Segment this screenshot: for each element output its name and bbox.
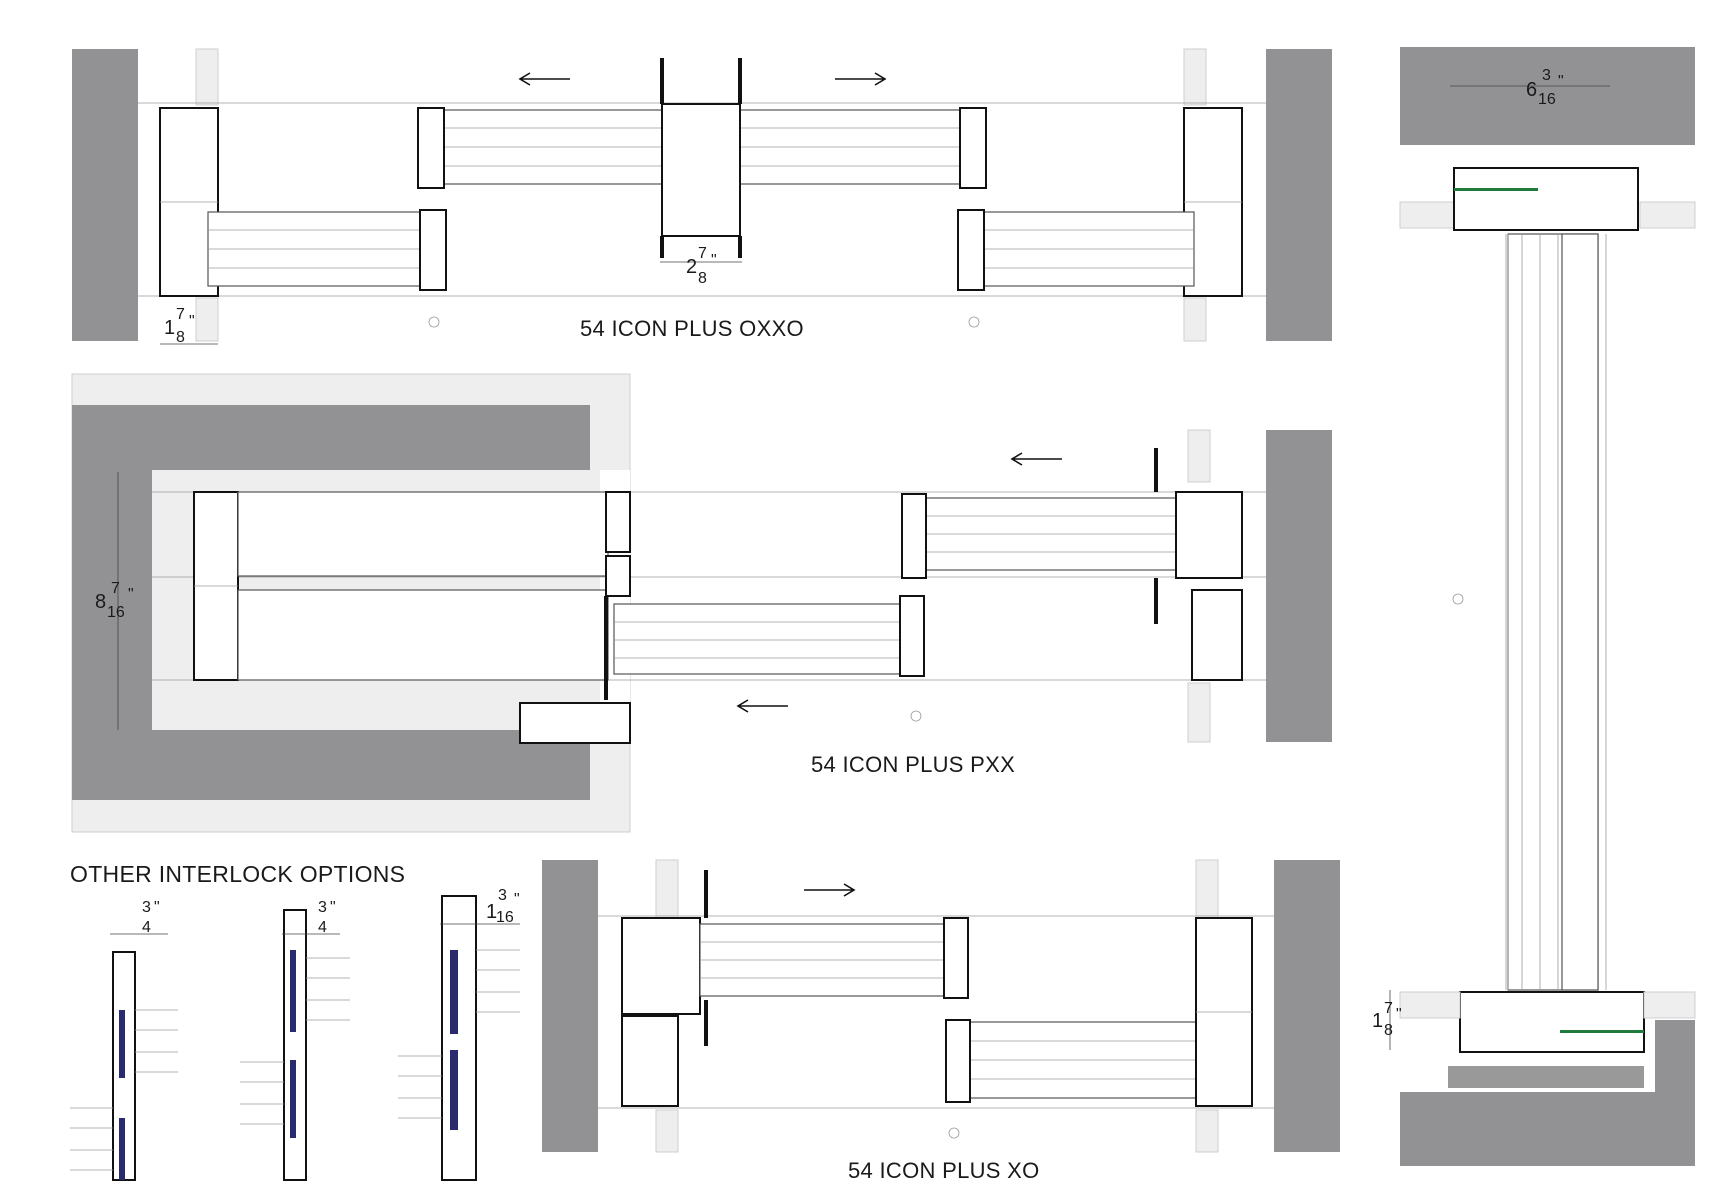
interlock-option-a: 3 4 ": [70, 899, 178, 1181]
pxx-exterior-sun-icon: [910, 710, 922, 722]
section-sill-dim-num: 7: [1384, 1000, 1393, 1017]
oxxo-arrow-right: [835, 72, 887, 86]
interlock-a-dim-unit: ": [154, 899, 160, 916]
interlock-b-dim-num: 3: [318, 899, 327, 916]
pxx-title: 54 ICON PLUS PXX: [811, 752, 1015, 777]
xo-arrow-right: [804, 883, 856, 897]
pxx-sliding-panel-lower: [613, 603, 921, 675]
oxxo-interlock-dim-num: 7: [698, 245, 707, 262]
oxxo-wall-left: [72, 49, 138, 341]
xo-left-jamb-frame: [621, 917, 701, 1015]
oxxo-plan-view: 2 7 8 " 1 7 8 " 54 ICON PLUS OXXO: [72, 48, 1332, 346]
section-head-dim-whole: 6: [1526, 79, 1537, 101]
xo-wall-left: [542, 860, 598, 1152]
section-head-dim-num: 3: [1542, 67, 1551, 84]
section-head-dim-unit: ": [1558, 73, 1564, 90]
pxx-pocket-dim-num: 7: [111, 580, 120, 597]
oxxo-jamb-right-top: [1183, 48, 1207, 106]
xo-title: 54 ICON PLUS XO: [848, 1158, 1040, 1183]
pxx-arrow-lower: [736, 699, 788, 713]
section-sill-dim-unit: ": [1396, 1006, 1402, 1023]
interlock-option-b: 3 4 ": [240, 899, 350, 1181]
interlock-c-dim-num: 3: [498, 887, 507, 904]
oxxo-interlock-dim-unit: ": [711, 252, 717, 269]
interlock-c-dim-whole: 1: [486, 901, 497, 923]
oxxo-title: 54 ICON PLUS OXXO: [580, 316, 804, 341]
section-exterior-sun-icon: [1452, 593, 1464, 605]
oxxo-arrow-left: [518, 72, 570, 86]
oxxo-jamb-left-top: [195, 48, 219, 106]
section-sill-dim-den: 8: [1384, 1022, 1393, 1039]
oxxo-exterior-sun-icon: [428, 316, 440, 328]
oxxo-frame-dim-num: 7: [176, 306, 185, 323]
interlock-option-c: 1 3 16 ": [398, 887, 520, 1181]
oxxo-frame-dim-den: 8: [176, 329, 185, 346]
oxxo-frame-dim-unit: ": [189, 313, 195, 330]
oxxo-frame-dim-whole: 1: [164, 317, 175, 339]
interlock-b-dim-den: 4: [318, 919, 327, 936]
interlock-a-dim-num: 3: [142, 899, 151, 916]
interlock-c-dim-den: 16: [496, 909, 514, 926]
oxxo-interlock-dim-den: 8: [698, 270, 707, 287]
section-sill-slab: [1400, 1020, 1695, 1166]
interlock-options: OTHER INTERLOCK OPTIONS 3 4 ": [70, 861, 520, 1181]
section-sill-dim-whole: 1: [1372, 1010, 1383, 1032]
section-head-frame: [1453, 167, 1639, 231]
pxx-wall-right: [1266, 430, 1332, 742]
oxxo-exterior-sun-icon-2: [968, 316, 980, 328]
pxx-arrow-upper: [1010, 452, 1062, 466]
interlock-c-dim-unit: ": [514, 891, 520, 908]
vertical-section-view: 6 3 16 " 1 7 8 ": [1372, 47, 1696, 1166]
section-head-dim-den: 16: [1538, 91, 1556, 108]
section-sill-frame: [1459, 991, 1645, 1053]
oxxo-jamb-right-bottom: [1183, 297, 1207, 342]
pxx-pocket-panel-upper: [237, 491, 609, 577]
oxxo-interlock-dim-whole: 2: [686, 256, 697, 278]
pxx-pocket-dim-den: 16: [107, 604, 125, 621]
pxx-pocket-panel-lower: [237, 589, 609, 681]
pxx-right-jamb-frame: [1175, 491, 1243, 579]
pxx-pocket-dim-unit: ": [128, 586, 134, 603]
xo-exterior-sun-icon: [948, 1127, 960, 1139]
oxxo-meeting-stile: [661, 103, 741, 237]
xo-plan-view: 54 ICON PLUS XO: [542, 859, 1340, 1183]
pxx-pocket-wall: [72, 405, 590, 800]
pxx-pocket-dim-whole: 8: [95, 591, 106, 613]
interlock-b-dim-unit: ": [330, 899, 336, 916]
interlock-options-heading: OTHER INTERLOCK OPTIONS: [70, 861, 405, 887]
pxx-plan-view: 8 7 16 " 54 ICON PLUS PXX: [71, 373, 1332, 833]
interlock-a-dim-den: 4: [142, 919, 151, 936]
xo-wall-right: [1274, 860, 1340, 1152]
oxxo-wall-right: [1266, 49, 1332, 341]
oxxo-jamb-left-bottom: [195, 297, 219, 342]
section-head-wall: [1400, 47, 1695, 145]
